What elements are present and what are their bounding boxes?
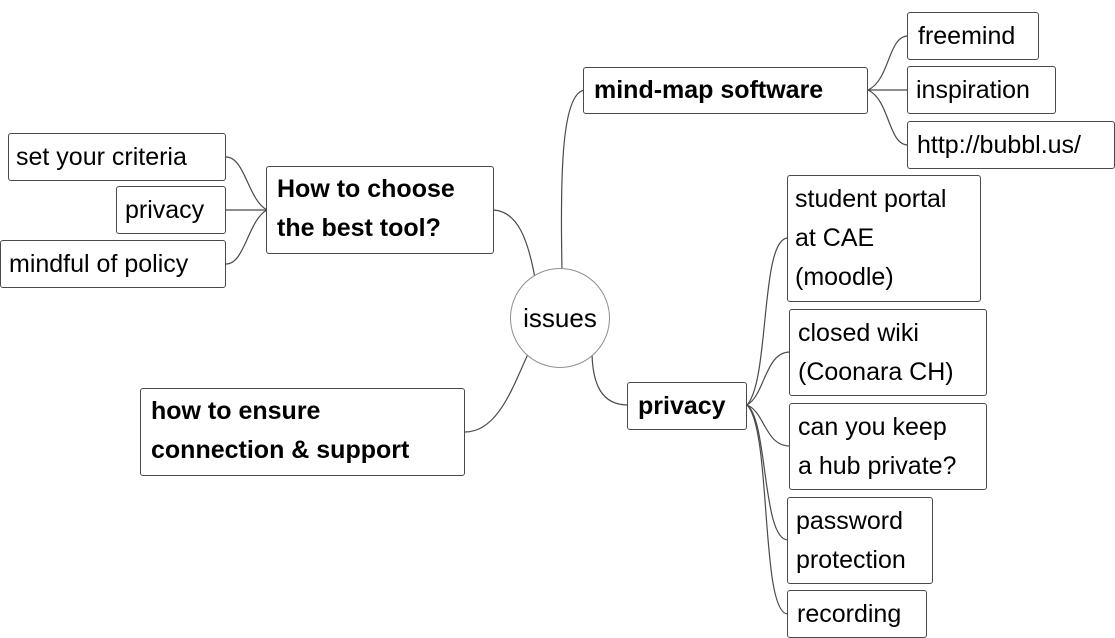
leaf-set-your-criteria[interactable]: set your criteria	[8, 133, 226, 181]
connector-choose-policy	[225, 209, 268, 265]
center-label: issues	[523, 302, 597, 333]
center-node[interactable]: issues	[510, 268, 610, 368]
leaf-label-line-1: can you keep	[798, 413, 947, 441]
leaf-student-portal[interactable]: student portal at CAE (moodle)	[787, 175, 981, 302]
connector-privacy-portal	[746, 237, 789, 406]
branch-mind-map-software[interactable]: mind-map software	[583, 67, 868, 114]
connector-privacy-wiki	[746, 351, 791, 406]
branch-label: privacy	[638, 392, 726, 420]
leaf-inspiration[interactable]: inspiration	[907, 66, 1056, 114]
branch-label-line-1: How to choose	[277, 175, 455, 203]
leaf-label-line-2: (Coonara CH)	[798, 358, 954, 386]
leaf-label-line-3: (moodle)	[795, 263, 894, 291]
leaf-mindful-of-policy[interactable]: mindful of policy	[0, 240, 226, 288]
leaf-label-line-2: at CAE	[795, 224, 875, 252]
leaf-label: recording	[797, 600, 902, 628]
connector-center-privacy	[591, 349, 629, 406]
leaf-label: set your criteria	[16, 143, 187, 171]
branch-privacy[interactable]: privacy	[627, 382, 747, 430]
leaf-privacy-criteria[interactable]: privacy	[116, 186, 226, 234]
leaf-label-line-1: closed wiki	[798, 319, 919, 347]
connector-center-choose	[493, 209, 536, 279]
leaf-label-line-2: a hub private?	[798, 452, 957, 480]
connector-software-bubbl	[867, 89, 909, 146]
connector-privacy-recording	[746, 404, 789, 615]
branch-how-to-ensure[interactable]: how to ensure connection & support	[140, 388, 465, 476]
leaf-label-line-1: student portal	[795, 185, 947, 213]
leaf-label: privacy	[125, 196, 205, 224]
leaf-label-line-2: protection	[796, 546, 906, 574]
leaf-label: inspiration	[916, 76, 1030, 104]
connector-choose-criteria	[225, 156, 268, 211]
leaf-recording[interactable]: recording	[787, 590, 927, 638]
branch-label-line-1: how to ensure	[151, 397, 321, 425]
branch-how-to-choose[interactable]: How to choose the best tool?	[266, 166, 494, 254]
connector-software-freemind	[867, 35, 909, 91]
connector-privacy-hub	[746, 404, 791, 447]
branch-label-line-2: connection & support	[151, 436, 410, 464]
leaf-bubbl-link[interactable]: http://bubbl.us/	[907, 121, 1115, 169]
leaf-keep-hub-private[interactable]: can you keep a hub private?	[789, 403, 987, 490]
connector-privacy-password	[746, 404, 789, 541]
branch-label-line-2: the best tool?	[277, 214, 441, 242]
branch-label: mind-map software	[594, 76, 824, 104]
leaf-password-protection[interactable]: password protection	[787, 497, 933, 584]
leaf-label-line-1: password	[796, 507, 903, 535]
leaf-freemind[interactable]: freemind	[907, 12, 1039, 60]
leaf-label: freemind	[918, 22, 1016, 50]
leaf-closed-wiki[interactable]: closed wiki (Coonara CH)	[789, 309, 987, 396]
leaf-label: mindful of policy	[9, 250, 189, 278]
connector-center-software	[560, 89, 586, 271]
connector-center-ensure	[464, 349, 531, 433]
leaf-label: http://bubbl.us/	[917, 131, 1082, 159]
